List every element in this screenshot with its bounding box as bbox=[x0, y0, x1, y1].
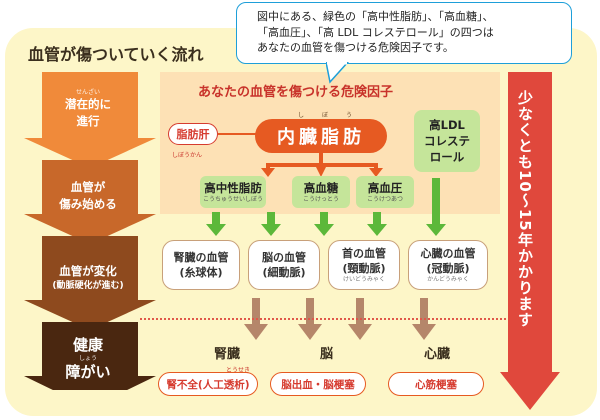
stage-3: 血管が変化 (動脈硬化が進む) bbox=[42, 252, 134, 304]
stage-arrow-2 bbox=[24, 160, 156, 244]
orange-arrowhead-right bbox=[369, 168, 383, 177]
vessel-1-line-1: 腎臓の血管 bbox=[173, 251, 229, 264]
brown-arrows bbox=[244, 298, 436, 340]
ldl-line-3: ロール bbox=[429, 150, 465, 164]
factor-high-blood-sugar: 高血糖 こうけっとう bbox=[292, 176, 350, 208]
fatty-liver-tag: 脂肪肝 bbox=[168, 123, 218, 145]
vessel-1-line-2: (糸球体) bbox=[179, 266, 223, 279]
factor-2-ruby: こうけっとう bbox=[302, 195, 339, 203]
organ-brain: 脳 bbox=[320, 347, 334, 362]
orange-arrowhead-left bbox=[261, 168, 275, 177]
factor-1-name: 高中性脂肪 bbox=[204, 180, 262, 195]
disease-1-ruby: とうせき bbox=[226, 367, 251, 374]
vessel-2-line-2: (細動脈) bbox=[262, 266, 306, 279]
stage-2-line-2: 傷み始める bbox=[59, 197, 117, 211]
stage-4: 健康 しょう 障がい bbox=[42, 330, 134, 386]
vessel-3-ruby: けいどうみゃく bbox=[342, 276, 385, 283]
stage-3-line-1: 血管が変化 bbox=[59, 264, 117, 278]
dotted-divider bbox=[140, 318, 510, 320]
organ-kidney: 腎臓 bbox=[214, 347, 241, 362]
stage-1-line-2: 進行 bbox=[76, 113, 100, 128]
vessel-4-ruby: かんどうみゃく bbox=[427, 276, 469, 283]
stage-4-line-1: 健康 bbox=[72, 335, 103, 354]
stage-arrow-3 bbox=[24, 236, 156, 330]
factor-3-name: 高血圧 bbox=[367, 180, 403, 195]
stage-1-ruby: せんざい bbox=[75, 88, 100, 96]
stage-4-line-2: 障がい bbox=[65, 362, 111, 381]
vessel-kidney: 腎臓の血管 (糸球体) bbox=[162, 240, 240, 290]
stage-arrow-1 bbox=[24, 72, 156, 168]
factor-3-ruby: こうけつあつ bbox=[366, 195, 403, 203]
factor-high-blood-pressure: 高血圧 こうけつあつ bbox=[356, 176, 414, 208]
vessel-3-line-2: (頸動脈) bbox=[342, 262, 386, 275]
stage-3-line-2: (動脈硬化が進む) bbox=[52, 281, 124, 291]
vessel-3-line-1: 首の血管 bbox=[342, 247, 386, 260]
orange-arrowhead-center bbox=[314, 163, 328, 177]
callout-line-3: あなたの血管を傷つける危険因子です。 bbox=[257, 41, 454, 54]
stage-1-line-1: 潜在的に bbox=[65, 96, 111, 111]
vessel-2-line-1: 脳の血管 bbox=[262, 251, 306, 264]
disease-kidney-failure: 腎不全(人工透析) bbox=[158, 372, 258, 396]
callout-line-1: 図中にある、緑色の「高中性脂肪」、「高血糖」、 bbox=[257, 10, 494, 23]
factor-1-ruby: こうちゅうせいしぼう bbox=[202, 195, 263, 203]
visceral-fat-box: 内臓脂肪 bbox=[255, 119, 387, 153]
organ-heart: 心臓 bbox=[424, 347, 451, 362]
risk-panel-title: あなたの血管を傷つける危険因子 bbox=[198, 85, 394, 100]
callout-bubble: 図中にある、緑色の「高中性脂肪」、「高血糖」、 「高血圧」、「高 LDL コレス… bbox=[236, 2, 572, 64]
diagram-title: 血管が傷ついていく流れ bbox=[28, 45, 204, 64]
stage-2-line-1: 血管が bbox=[70, 180, 106, 194]
stage-2: 血管が 傷み始める bbox=[42, 170, 134, 222]
green-arrows bbox=[206, 178, 446, 236]
vessel-4-line-1: 心臓の血管 bbox=[420, 247, 476, 260]
high-ldl-box: 高LDL コレステ ロール bbox=[414, 110, 480, 172]
orange-arrows bbox=[261, 153, 383, 177]
callout-line-2: 「高血圧」、「高 LDL コレステロール」の四つは bbox=[257, 25, 494, 39]
stage-1: せんざい 潜在的に 進行 bbox=[42, 80, 134, 138]
disease-heart-attack: 心筋梗塞 bbox=[388, 372, 484, 396]
factor-high-triglyceride: 高中性脂肪 こうちゅうせいしぼう bbox=[200, 176, 266, 208]
vessel-brain: 脳の血管 (細動脈) bbox=[248, 240, 320, 290]
visceral-fat-ruby: しぼう bbox=[298, 112, 371, 119]
callout-tail bbox=[326, 62, 350, 84]
stage-arrow-4 bbox=[24, 322, 156, 390]
stage-arrows bbox=[24, 72, 156, 390]
factor-2-name: 高血糖 bbox=[303, 180, 339, 195]
ldl-line-2: コレステ bbox=[424, 134, 470, 148]
fatty-liver-ruby: しぼうかん bbox=[172, 152, 203, 159]
stage-4-ruby: しょう bbox=[78, 354, 97, 362]
disease-stroke: 脳出血・脳梗塞 bbox=[270, 372, 366, 396]
vessel-heart: 心臓の血管 (冠動脈) かんどうみゃく bbox=[408, 240, 488, 290]
vessel-4-line-2: (冠動脈) bbox=[426, 262, 470, 275]
vessel-neck: 首の血管 (頸動脈) けいどうみゃく bbox=[328, 240, 400, 290]
ldl-line-1: 高LDL bbox=[429, 118, 465, 132]
duration-arrow bbox=[500, 72, 560, 410]
duration-label: 少なくとも10〜15年かかります bbox=[516, 90, 534, 328]
